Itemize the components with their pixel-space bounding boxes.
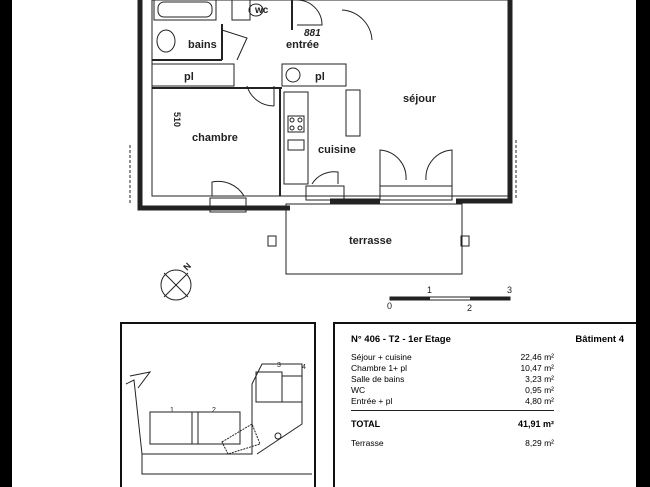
exterior-walls	[129, 0, 517, 211]
apartment-info-box: N° 406 - T2 - 1er Etage Bâtiment 4 Séjou…	[333, 322, 636, 487]
dimension-881: 881	[304, 28, 321, 39]
terrasse-outline	[285, 203, 463, 275]
room-label-terrasse: terrasse	[349, 235, 392, 247]
apartment-title: N° 406 - T2 - 1er Etage	[351, 334, 451, 345]
room-label-entree: entrée	[286, 39, 319, 51]
interior-walls	[151, 0, 511, 213]
site-plan-box: 1 2 3 4	[120, 322, 316, 487]
svg-text:1: 1	[427, 285, 432, 295]
dimension-510: 510	[172, 112, 182, 127]
floor-plan-page: bains wc entrée 881 pl pl séjour chambre…	[12, 0, 636, 487]
room-label-bains: bains	[188, 39, 217, 51]
table-divider	[351, 410, 554, 411]
site-marker-1: 1	[170, 407, 174, 414]
svg-text:3: 3	[507, 285, 512, 295]
room-label-chambre: chambre	[192, 132, 238, 144]
site-marker-2: 2	[212, 407, 216, 414]
building-title: Bâtiment 4	[575, 334, 624, 345]
floor-plan-drawing: bains wc entrée 881 pl pl séjour chambre…	[129, 0, 517, 313]
svg-text:2: 2	[467, 303, 472, 313]
room-label-cuisine: cuisine	[318, 144, 356, 156]
scale-bar: 0 1 2 3	[387, 285, 512, 313]
room-label-sejour: séjour	[403, 93, 437, 105]
north-compass-icon: N	[160, 261, 193, 301]
site-plan-drawing: 1 2 3 4	[125, 362, 312, 475]
svg-text:N: N	[181, 261, 193, 273]
room-label-pl-left: pl	[184, 71, 194, 83]
room-label-wc: wc	[254, 5, 269, 16]
site-marker-3: 3	[277, 362, 281, 369]
info-header: N° 406 - T2 - 1er Etage Bâtiment 4	[351, 334, 624, 345]
svg-text:0: 0	[387, 301, 392, 311]
site-marker-4: 4	[302, 364, 306, 371]
room-label-pl-right: pl	[315, 71, 325, 83]
